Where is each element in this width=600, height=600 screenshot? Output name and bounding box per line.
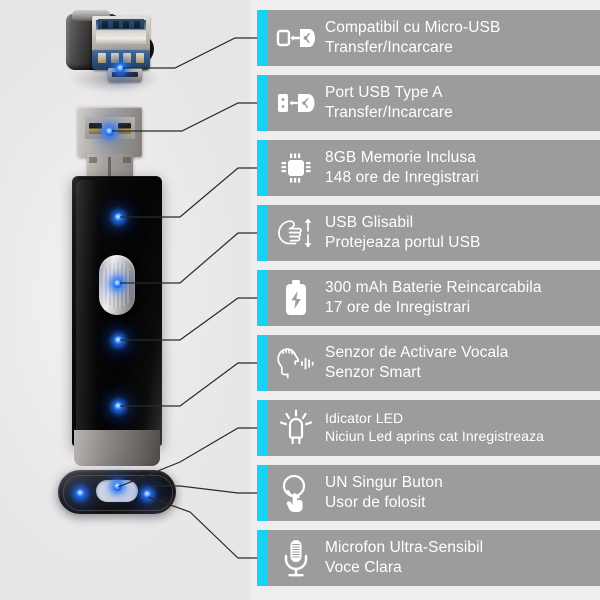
callout-text: 300 mAh Baterie Reincarcabila 17 ore de …	[325, 278, 600, 317]
callout-line2: Usor de folosit	[325, 494, 426, 511]
usb-a-notch-left	[89, 157, 97, 163]
callout-text: UN Singur Buton Usor de folosit	[325, 473, 600, 512]
accent-bar	[257, 270, 267, 326]
callout-line2: Voce Clara	[325, 559, 402, 576]
callout-panel: 300 mAh Baterie Reincarcabila 17 ore de …	[267, 270, 600, 326]
callout-line2: 148 ore de Inregistrari	[325, 169, 479, 186]
callout-panel: UN Singur Buton Usor de folosit	[267, 465, 600, 521]
voice-activation-head-icon	[267, 335, 325, 391]
accent-bar	[257, 335, 267, 391]
callout-line1: Microfon Ultra-Sensibil	[325, 539, 484, 557]
single-button-hand-icon	[267, 465, 325, 521]
callout-text: USB Glisabil Protejeaza portul USB	[325, 213, 600, 252]
micro-usb-plug-icon	[267, 10, 325, 66]
led-dot-cap-right	[143, 490, 152, 499]
callout-panel: Senzor de Activare Vocala Senzor Smart	[267, 335, 600, 391]
callout-memory[interactable]: 8GB Memorie Inclusa 148 ore de Inregistr…	[257, 140, 600, 196]
callout-line1: USB Glisabil	[325, 214, 414, 232]
recorder-body-highlight	[76, 180, 98, 438]
callout-single-button[interactable]: UN Singur Buton Usor de folosit	[257, 465, 600, 521]
callout-line1: 300 mAh Baterie Reincarcabila	[325, 279, 542, 297]
led-indicator-icon	[267, 400, 325, 456]
callout-line2: Transfer/Incarcare	[325, 104, 453, 121]
led-dot-body-mid	[114, 336, 123, 345]
accent-bar	[257, 205, 267, 261]
callout-panel: Microfon Ultra-Sensibil Voce Clara	[267, 530, 600, 586]
accent-bar	[257, 75, 267, 131]
callout-panel: Compatibil cu Micro-USB Transfer/Incarca…	[267, 10, 600, 66]
callout-line1: Idicator LED	[325, 410, 404, 427]
callout-led-indicator[interactable]: Idicator LED Niciun Led aprins cat Inreg…	[257, 400, 600, 456]
led-dot-micro-usb	[116, 64, 125, 73]
callout-text: Idicator LED Niciun Led aprins cat Inreg…	[325, 410, 600, 445]
accent-bar	[257, 10, 267, 66]
led-dot-body-upper	[114, 213, 123, 222]
otg-micro-usb-slot	[112, 72, 138, 77]
callout-microphone[interactable]: Microfon Ultra-Sensibil Voce Clara	[257, 530, 600, 586]
callout-micro-usb[interactable]: Compatibil cu Micro-USB Transfer/Incarca…	[257, 10, 600, 66]
microphone-icon	[267, 530, 325, 586]
callout-text: Port USB Type A Transfer/Incarcare	[325, 83, 600, 122]
usb-a-neck-seam	[108, 157, 111, 181]
led-dot-slider	[113, 279, 122, 288]
battery-charge-icon	[267, 270, 325, 326]
otg-pcb	[98, 19, 144, 29]
callout-line2: Senzor Smart	[325, 364, 421, 381]
led-dot-body-lower	[114, 402, 123, 411]
accent-bar	[257, 140, 267, 196]
callout-usb-type-a[interactable]: Port USB Type A Transfer/Incarcare	[257, 75, 600, 131]
callout-line1: UN Singur Buton	[325, 474, 443, 492]
callout-text: 8GB Memorie Inclusa 148 ore de Inregistr…	[325, 148, 600, 187]
callout-text: Compatibil cu Micro-USB Transfer/Incarca…	[325, 18, 600, 57]
callout-line1: Port USB Type A	[325, 84, 443, 102]
led-dot-usb-a	[105, 127, 114, 136]
memory-chip-icon	[267, 140, 325, 196]
otg-body-top	[72, 10, 110, 21]
callout-line2: 17 ore de Inregistrari	[325, 299, 471, 316]
callout-panel: Port USB Type A Transfer/Incarcare	[267, 75, 600, 131]
accent-bar	[257, 400, 267, 456]
accent-bar	[257, 530, 267, 586]
callout-line2: Protejeaza portul USB	[325, 234, 481, 251]
accent-bar	[257, 465, 267, 521]
usb-a-contact-left	[89, 123, 102, 134]
usb-a-notch-right	[123, 157, 131, 163]
otg-pins	[102, 21, 140, 28]
callout-text: Senzor de Activare Vocala Senzor Smart	[325, 343, 600, 382]
led-dot-cap-center	[113, 482, 122, 491]
callout-panel: 8GB Memorie Inclusa 148 ore de Inregistr…	[267, 140, 600, 196]
callout-line1: 8GB Memorie Inclusa	[325, 149, 476, 167]
usb-type-a-plug-icon	[267, 75, 325, 131]
callout-sliding-usb[interactable]: USB Glisabil Protejeaza portul USB	[257, 205, 600, 261]
callout-line1: Senzor de Activare Vocala	[325, 344, 509, 362]
callout-line1: Compatibil cu Micro-USB	[325, 19, 501, 37]
callout-panel: Idicator LED Niciun Led aprins cat Inreg…	[267, 400, 600, 456]
callout-voice-activation[interactable]: Senzor de Activare Vocala Senzor Smart	[257, 335, 600, 391]
callout-panel: USB Glisabil Protejeaza portul USB	[267, 205, 600, 261]
sliding-hand-icon	[267, 205, 325, 261]
callout-battery[interactable]: 300 mAh Baterie Reincarcabila 17 ore de …	[257, 270, 600, 326]
callout-line2: Niciun Led aprins cat Inregistreaza	[325, 428, 545, 444]
led-dot-cap-left	[76, 489, 85, 498]
callout-text: Microfon Ultra-Sensibil Voce Clara	[325, 538, 600, 577]
callout-line2: Transfer/Incarcare	[325, 39, 453, 56]
